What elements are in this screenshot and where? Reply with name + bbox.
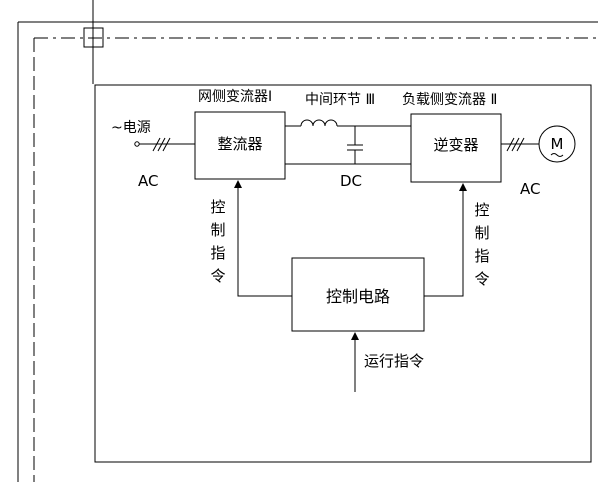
ac-right-label: AC — [520, 180, 540, 198]
out-phase-tick-1 — [506, 137, 515, 152]
load-converter-label: 负载侧变流器 Ⅱ — [402, 92, 497, 108]
sheet-corner-marker — [83, 27, 104, 48]
control-cmd-right-char-1: 控 — [474, 201, 489, 219]
motor-icon — [538, 125, 576, 163]
dc-link — [285, 119, 411, 165]
inverter-block — [410, 113, 502, 183]
control-cmd-right-char-4: 令 — [474, 270, 489, 288]
control-cmd-right-char-3: 指 — [474, 247, 489, 265]
grid-converter-label: 网侧变流器Ⅰ — [198, 89, 272, 105]
control-arrow-right — [424, 183, 467, 297]
power-source-label: ~电源 — [111, 120, 151, 136]
control-cmd-left-char-4: 令 — [210, 267, 225, 285]
rectifier-block — [194, 111, 286, 180]
inductor-icon — [300, 119, 338, 127]
sheet-frame — [17, 0, 598, 482]
intermediate-label: 中间环节 Ⅲ — [305, 92, 375, 108]
out-phase-tick-3 — [516, 137, 525, 152]
source-terminal-icon — [134, 141, 140, 147]
rectifier-label: 整流器 — [217, 135, 262, 153]
run-command-label: 运行指令 — [364, 352, 424, 370]
control-cmd-left-char-2: 制 — [210, 221, 225, 239]
phase-tick-3 — [162, 137, 171, 152]
control-circuit-label: 控制电路 — [326, 287, 390, 306]
motor-label: M — [551, 135, 564, 153]
inverter-label: 逆变器 — [433, 136, 478, 154]
ac-source-line — [134, 137, 195, 152]
phase-tick-2 — [157, 137, 166, 152]
dc-label: DC — [340, 172, 362, 190]
out-phase-tick-2 — [511, 137, 520, 152]
control-paths — [234, 180, 467, 392]
motor-output-line — [501, 125, 576, 163]
control-cmd-right-char-2: 制 — [474, 224, 489, 242]
control-circuit-block — [291, 257, 425, 332]
diagram-border — [94, 84, 592, 463]
phase-tick-1 — [152, 137, 161, 152]
control-cmd-left-char-1: 控 — [210, 198, 225, 216]
motor-ac-wave — [550, 153, 564, 157]
control-cmd-left-char-3: 指 — [210, 244, 225, 262]
ac-left-label: AC — [138, 172, 158, 190]
control-arrow-left — [234, 180, 292, 297]
